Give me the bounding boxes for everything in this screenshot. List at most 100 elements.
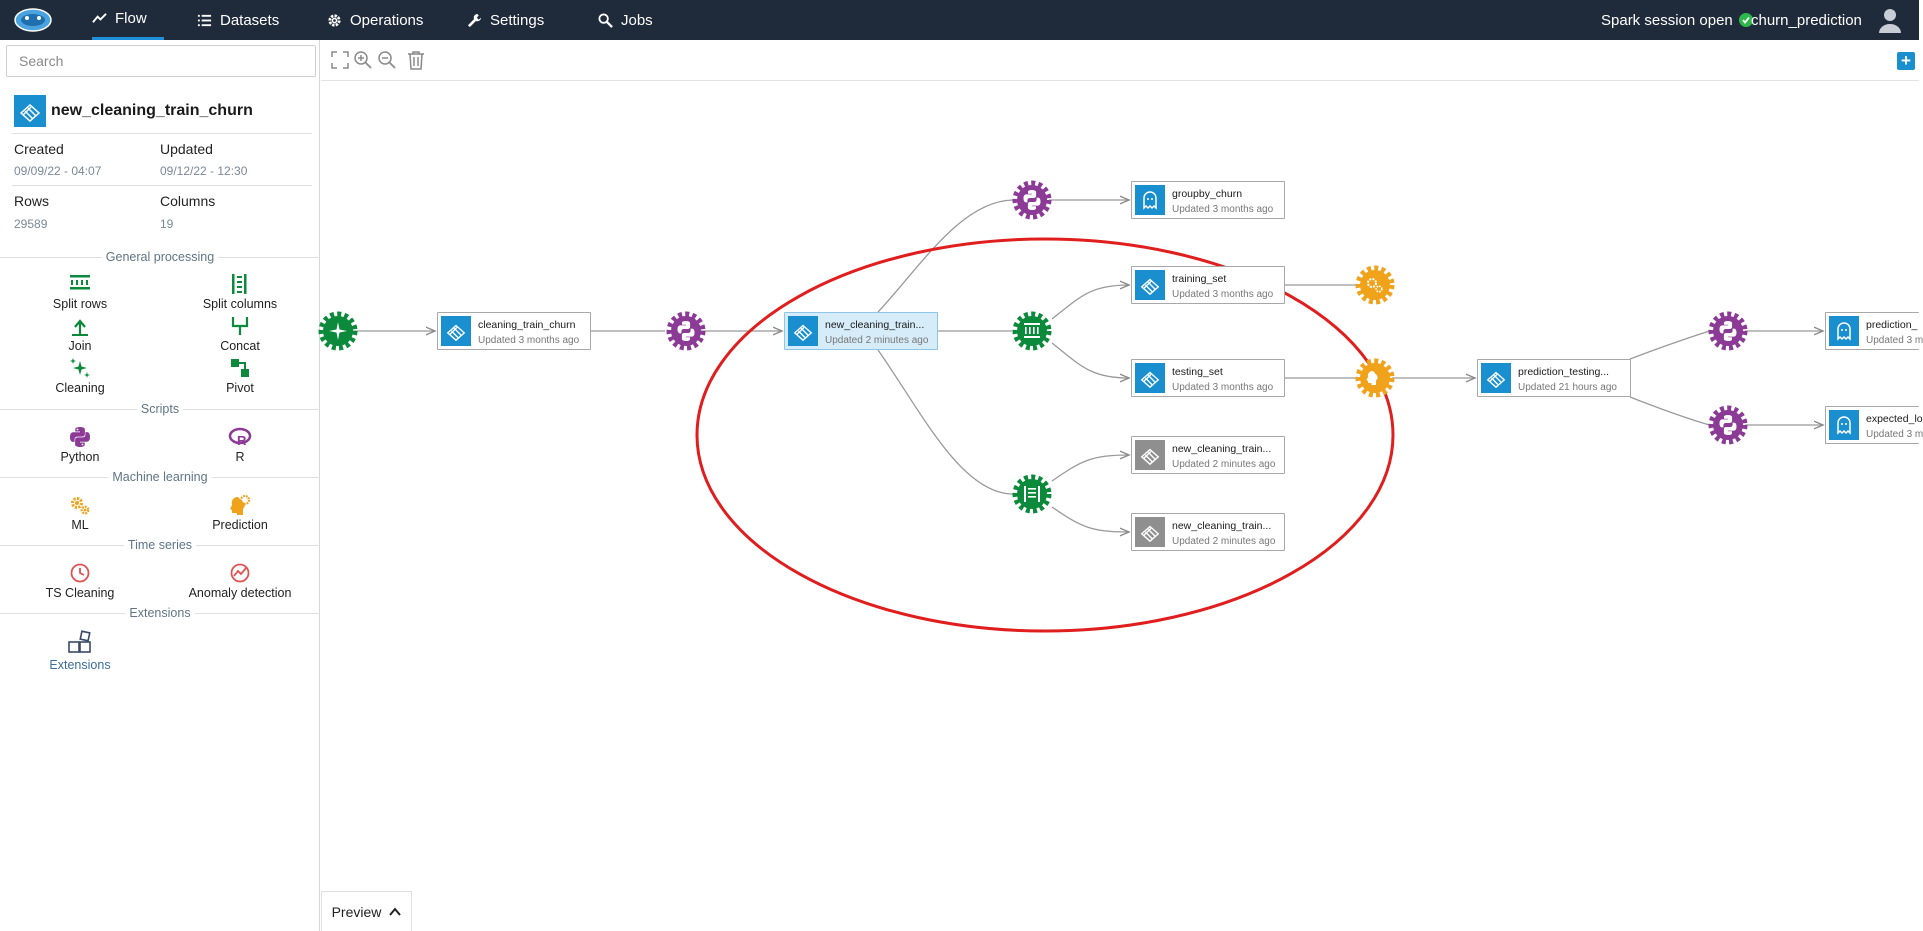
zoom-out-icon[interactable] (377, 50, 397, 70)
tool-pivot[interactable]: Pivot (180, 357, 300, 395)
dataset-node-new-cleaning-train-split-a[interactable]: new_cleaning_train... Updated 2 minutes … (1131, 436, 1285, 474)
anomaly-chart-icon (230, 563, 250, 583)
prediction-head-icon (230, 494, 251, 515)
node-updated: Updated 2 minutes ago (1172, 459, 1276, 470)
edge (1051, 342, 1129, 378)
tool-ts-cleaning-label: TS Cleaning (45, 586, 115, 600)
updated-value: 09/12/22 - 12:30 (160, 164, 248, 178)
nav-flow-label: Flow (115, 10, 147, 27)
edge (1051, 506, 1129, 532)
tool-extensions-label: Extensions (49, 658, 111, 672)
tool-ml[interactable]: ML (20, 494, 140, 532)
dataset-node-new-cleaning-train-selected[interactable]: new_cleaning_train... Updated 2 minutes … (784, 312, 938, 350)
dataset-title: new_cleaning_train_churn (51, 102, 253, 119)
list-icon (197, 14, 212, 26)
flow-canvas[interactable]: cleaning_train_churn Updated 3 months ag… (318, 81, 1923, 931)
node-title: expected_lo (1866, 413, 1923, 425)
python-operation-gear-icon[interactable] (1708, 311, 1748, 351)
tool-join[interactable]: Join (20, 315, 140, 353)
preview-label: Preview (331, 903, 382, 920)
extensions-blocks-icon (68, 630, 91, 653)
check-icon (1738, 13, 1753, 27)
dataset-icon (1135, 270, 1165, 300)
dataset-node-new-cleaning-train-split-b[interactable]: new_cleaning_train... Updated 2 minutes … (1131, 513, 1285, 551)
tool-prediction-label: Prediction (212, 518, 268, 532)
node-updated: Updated 3 m (1866, 335, 1923, 346)
dataset-node-expected-partial[interactable]: expected_lo Updated 3 m (1825, 406, 1923, 444)
node-title: groupby_churn (1172, 188, 1243, 200)
section-scripts: Scripts (0, 402, 320, 416)
dataset-icon (1135, 517, 1165, 547)
prediction-operation-gear-icon[interactable] (1355, 358, 1395, 398)
tool-python[interactable]: Python (20, 426, 140, 464)
ghost-icon (1829, 410, 1859, 440)
tool-split-rows[interactable]: Split rows (20, 273, 140, 311)
project-name[interactable]: churn_prediction (1751, 11, 1862, 29)
dataset-node-training-set[interactable]: training_set Updated 3 months ago (1131, 266, 1285, 304)
tool-r[interactable]: R R (180, 426, 300, 464)
edge (1051, 455, 1129, 482)
add-button[interactable]: + (1897, 52, 1915, 70)
node-updated: Updated 2 minutes ago (825, 335, 929, 346)
tool-split-rows-label: Split rows (52, 297, 108, 311)
fit-screen-icon[interactable] (330, 50, 350, 70)
node-title: new_cleaning_train... (1172, 520, 1272, 532)
dataset-icon (441, 316, 471, 346)
nav-jobs[interactable]: Jobs (598, 0, 653, 40)
tool-pivot-label: Pivot (226, 381, 254, 395)
tool-anomaly-detection-label: Anomaly detection (188, 586, 292, 600)
dataset-node-prediction-testing[interactable]: prediction_testing... Updated 21 hours a… (1477, 359, 1631, 397)
tool-ts-cleaning[interactable]: TS Cleaning (20, 562, 140, 600)
nav-datasets[interactable]: Datasets (197, 0, 279, 40)
node-updated: Updated 21 hours ago (1518, 382, 1617, 393)
tool-anomaly-detection[interactable]: Anomaly detection (180, 562, 300, 600)
trend-line-icon (92, 13, 107, 23)
tool-extensions[interactable]: Extensions (20, 630, 140, 672)
nav-operations[interactable]: Operations (327, 0, 423, 40)
python-operation-gear-icon[interactable] (1012, 180, 1052, 220)
ml-operation-gear-icon[interactable] (1355, 265, 1395, 305)
updated-label: Updated (160, 141, 213, 157)
cleaning-operation-gear-icon[interactable] (318, 311, 358, 351)
tool-cleaning[interactable]: Cleaning (20, 357, 140, 395)
python-operation-gear-icon[interactable] (1708, 405, 1748, 445)
tool-prediction[interactable]: Prediction (180, 494, 300, 532)
r-language-icon: R (228, 427, 252, 448)
tool-split-columns[interactable]: Split columns (180, 273, 300, 311)
spark-session-status: Spark session open (1601, 0, 1753, 40)
trash-icon[interactable] (406, 50, 426, 70)
dataset-node-testing-set[interactable]: testing_set Updated 3 months ago (1131, 359, 1285, 397)
split-columns-icon (232, 274, 247, 294)
section-machine-learning: Machine learning (0, 470, 320, 484)
preview-tab[interactable]: Preview (321, 891, 412, 931)
edge (1629, 396, 1710, 426)
spark-status-label: Spark session open (1601, 11, 1733, 29)
python-operation-gear-icon[interactable] (666, 311, 706, 351)
split-rows-operation-gear-icon[interactable] (1012, 311, 1052, 351)
dataset-node-prediction-partial[interactable]: prediction_ Updated 3 m (1825, 312, 1923, 350)
nav-settings[interactable]: Settings (467, 0, 544, 40)
node-updated: Updated 3 months ago (478, 335, 580, 346)
tool-concat[interactable]: Concat (180, 315, 300, 353)
dataset-icon (788, 316, 818, 346)
search-input[interactable] (6, 45, 316, 77)
gear-icon (328, 13, 341, 27)
pivot-icon (231, 359, 249, 377)
tool-cleaning-label: Cleaning (55, 381, 105, 395)
chevron-up-icon (389, 906, 402, 916)
dataset-node-groupby-churn[interactable]: groupby_churn Updated 3 months ago (1131, 181, 1285, 219)
nav-operations-label: Operations (350, 11, 424, 29)
ghost-icon (1135, 185, 1165, 215)
zoom-in-icon[interactable] (353, 50, 373, 70)
node-updated: Updated 3 months ago (1172, 204, 1274, 215)
section-general-processing: General processing (0, 250, 320, 264)
section-extensions: Extensions (0, 606, 320, 620)
split-columns-operation-gear-icon[interactable] (1012, 474, 1052, 514)
node-title: prediction_ (1866, 319, 1918, 331)
tool-ml-label: ML (71, 518, 89, 532)
gears-search-icon (598, 12, 613, 28)
dataset-node-cleaning-train-churn[interactable]: cleaning_train_churn Updated 3 months ag… (437, 312, 591, 350)
nav-flow[interactable]: Flow (92, 0, 164, 40)
user-avatar-icon[interactable] (1876, 6, 1904, 34)
app-logo[interactable] (14, 6, 52, 34)
